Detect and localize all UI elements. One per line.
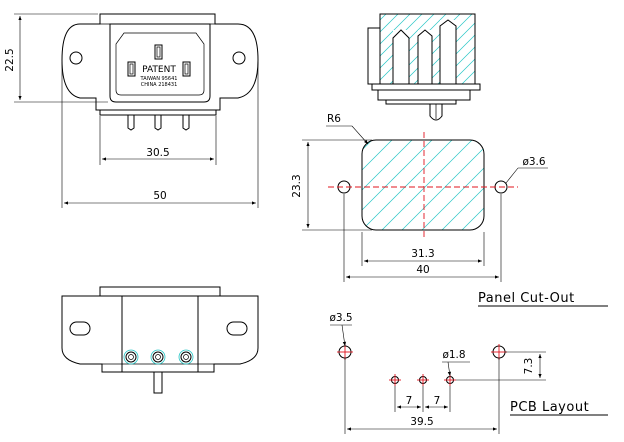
marking-line2: CHINA 218431 <box>141 82 178 88</box>
dim-pcb-large: ø3.5 <box>329 312 352 324</box>
side-section-view <box>367 13 481 121</box>
panel-cutout-view: R6 23.3 ø3.6 31.3 40 Panel Cut-Out <box>291 113 608 307</box>
front-view: PATENT TAIWAN 95641 CHINA 218431 22.5 30… <box>4 13 259 208</box>
patent-text: PATENT <box>142 65 176 75</box>
dim-width: 50 <box>153 190 166 202</box>
dim-pitch-b: 7 <box>434 395 441 407</box>
dim-pcb-small: ø1.8 <box>442 349 465 361</box>
slot-right <box>182 61 191 77</box>
front-pins <box>127 115 190 131</box>
slot-hole-left <box>69 321 91 336</box>
dim-hole-span: 40 <box>416 264 429 276</box>
slot-earth <box>154 44 163 60</box>
dim-pcb-span: 39.5 <box>410 416 433 428</box>
dim-height: 22.5 <box>4 48 16 71</box>
pcb-layout-label: PCB Layout <box>510 400 589 415</box>
slot-hole-right <box>226 321 248 336</box>
dim-cutout-hole: ø3.6 <box>522 156 545 168</box>
dim-cutout-width: 31.3 <box>411 248 434 260</box>
mount-hole-right <box>232 51 246 65</box>
marking-line1: TAIWAN 95641 <box>140 76 178 82</box>
dim-pitch-a: 7 <box>406 395 413 407</box>
mount-hole-left <box>69 51 83 65</box>
dim-cutout-height: 23.3 <box>291 174 303 197</box>
dim-pin-span: 30.5 <box>146 147 169 159</box>
socket-body <box>109 23 211 103</box>
flange-outline <box>61 13 259 111</box>
panel-cutout-label: Panel Cut-Out <box>478 291 575 306</box>
pcb-layout-view: ø3.5 ø1.8 7.3 7 7 39.5 PCB Layout <box>329 312 608 434</box>
slot-left <box>127 61 136 77</box>
cutout-outline <box>361 139 485 231</box>
bottom-view <box>61 286 259 394</box>
bottom-pins <box>123 349 194 365</box>
dim-radius: R6 <box>327 113 341 125</box>
dim-pcb-offset: 7.3 <box>523 358 535 375</box>
pcb-small-holes <box>389 374 456 386</box>
